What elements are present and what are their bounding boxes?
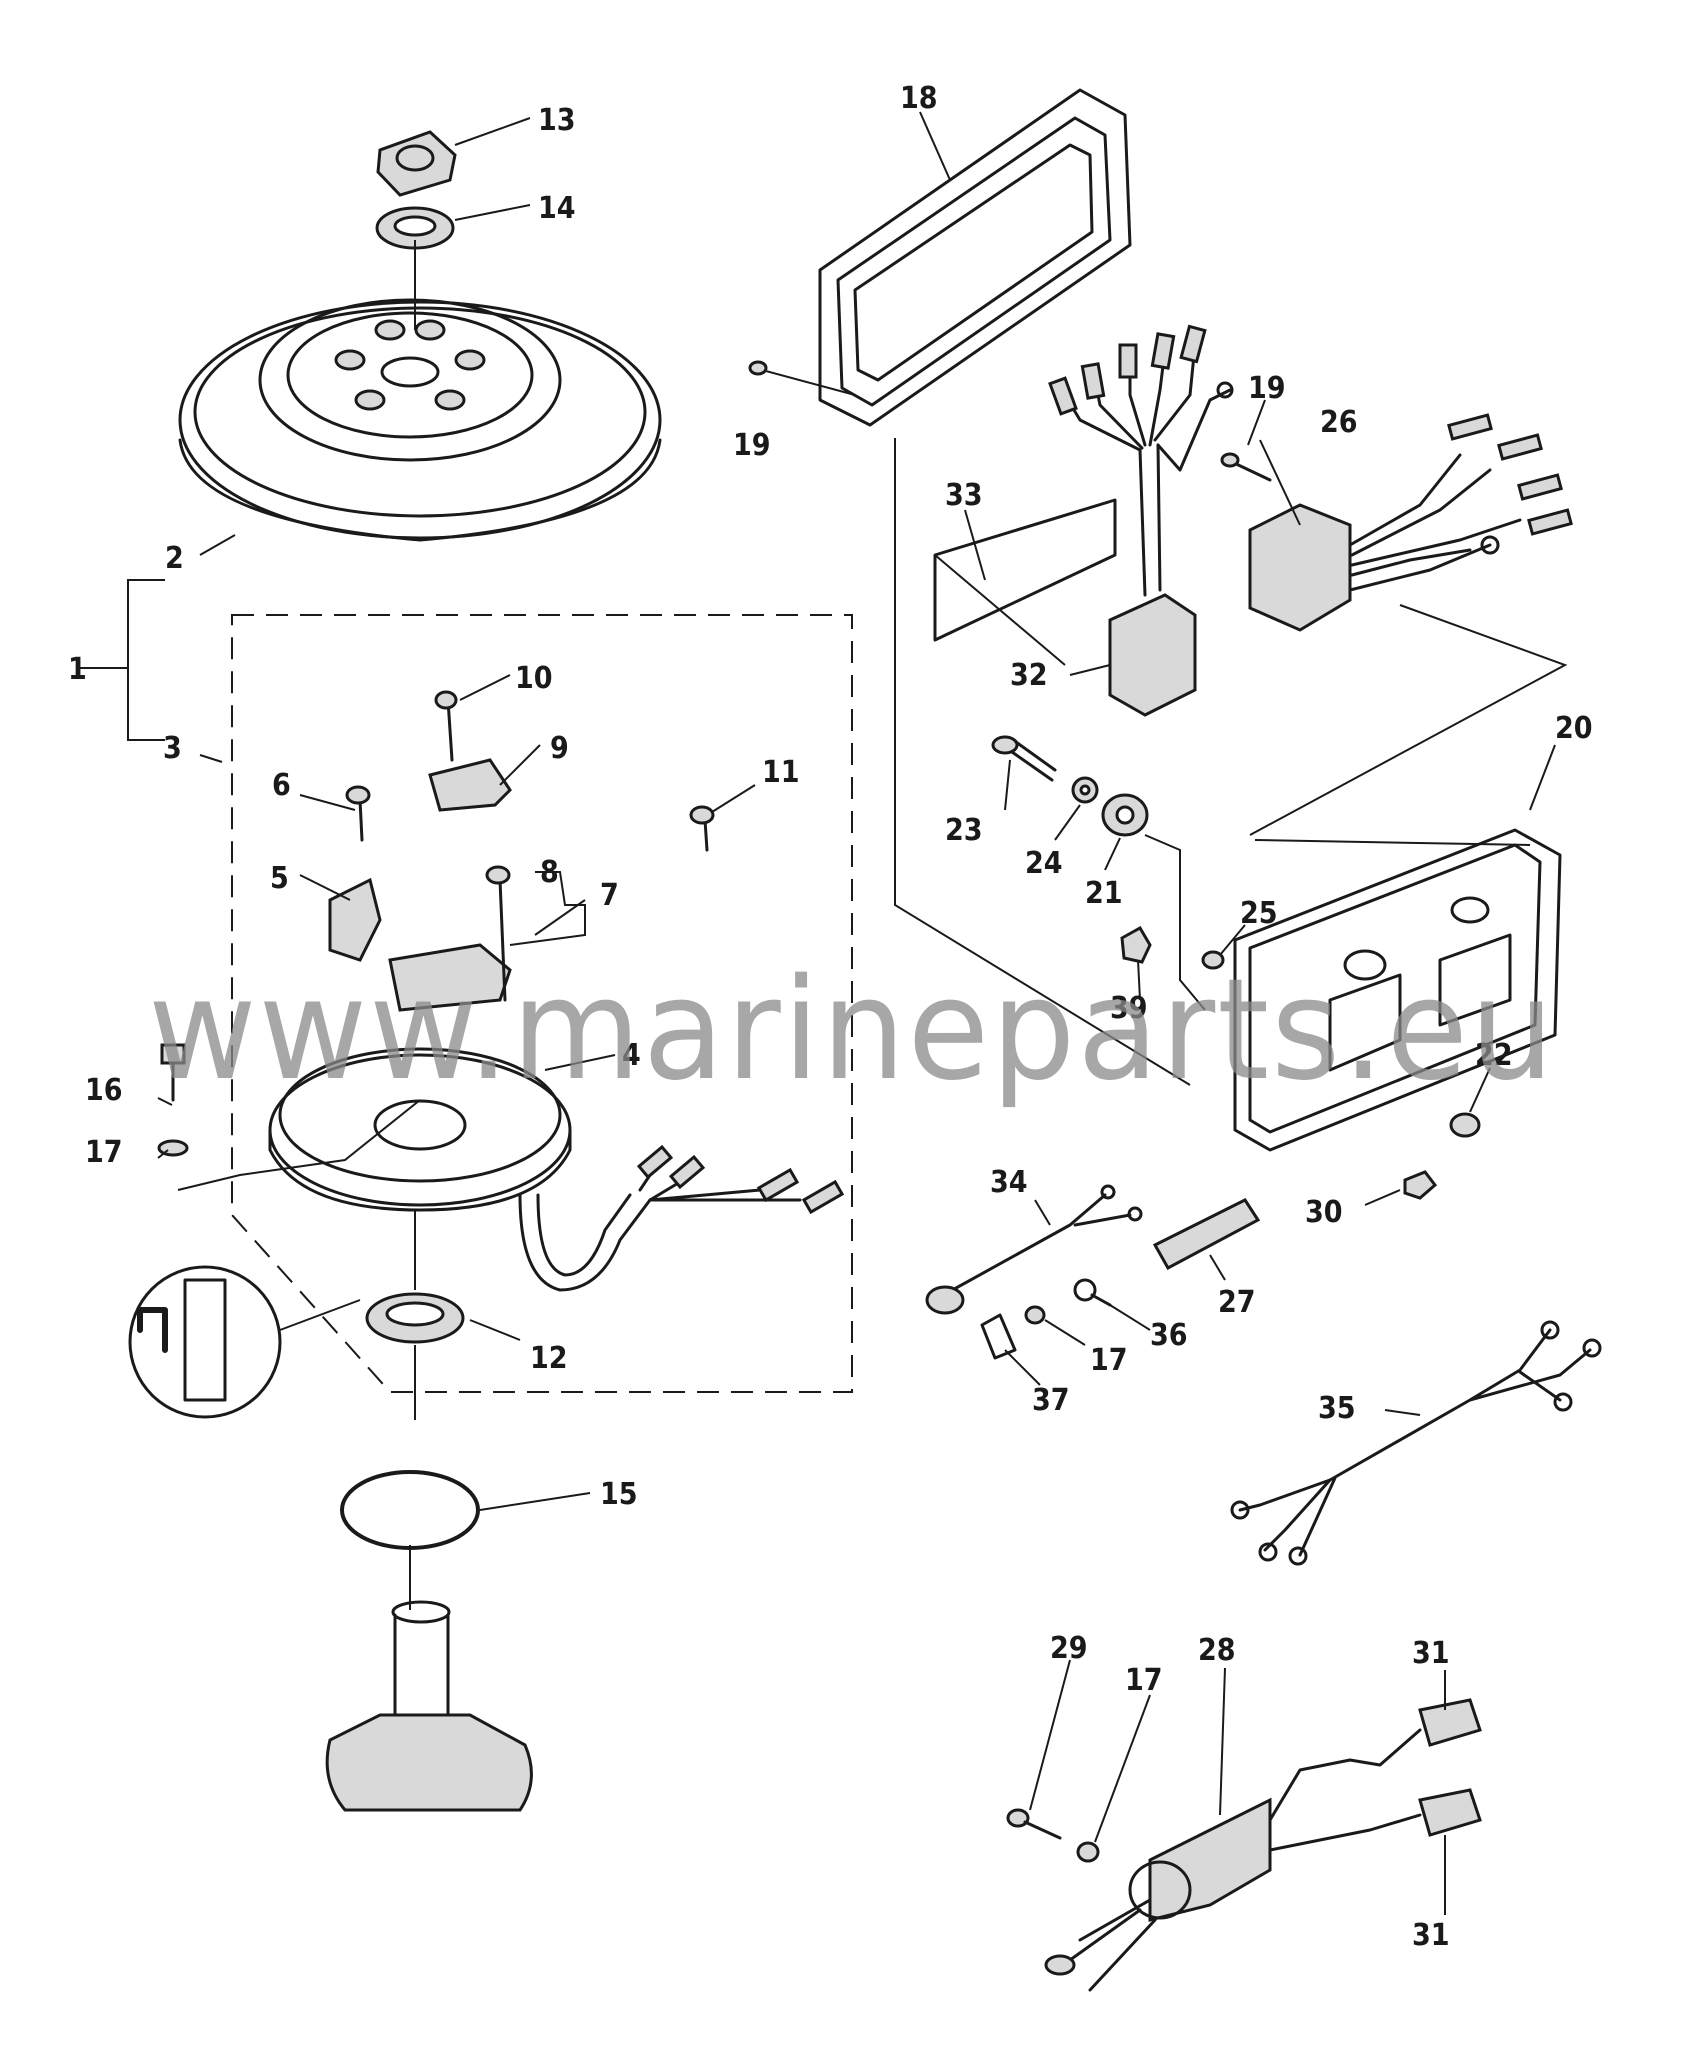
callout-2: 2 (165, 541, 184, 576)
nut-25 (1201, 950, 1225, 970)
callout-13: 13 (538, 103, 576, 138)
stator-assembly-dashed-outline (231, 614, 853, 1393)
terminal-36 (1073, 1278, 1112, 1307)
callout-10: 10 (515, 661, 553, 696)
callout-39: 39 (1110, 991, 1148, 1026)
stator-bearing (365, 1292, 465, 1344)
callout-23: 23 (945, 813, 983, 848)
flywheel-washer (375, 206, 455, 250)
callout-19-left: 19 (733, 428, 771, 463)
callout-17-mid: 17 (1090, 1343, 1128, 1378)
callout-30: 30 (1305, 1195, 1343, 1230)
decal (933, 498, 1117, 642)
callout-25: 25 (1240, 896, 1278, 931)
screw-19-right (1220, 452, 1272, 482)
fuse-27 (1152, 1198, 1261, 1271)
washer-24 (1071, 776, 1099, 804)
clamp-37 (980, 1313, 1017, 1360)
electrical-box (1233, 828, 1562, 1152)
callout-18: 18 (900, 81, 938, 116)
grommet-21 (1101, 793, 1149, 837)
callout-31-bottom: 31 (1412, 1918, 1450, 1953)
callout-12: 12 (530, 1341, 568, 1376)
callout-22: 22 (1475, 1038, 1513, 1073)
electrical-box-cover (818, 88, 1132, 427)
stator-screws (345, 690, 715, 1002)
watermark: www.marineparts.eu (148, 949, 1556, 1112)
callout-11: 11 (762, 755, 800, 790)
nut-22 (1449, 1112, 1481, 1138)
washer-17-mid (1024, 1305, 1046, 1325)
callout-33: 33 (945, 478, 983, 513)
screw-23 (991, 735, 1057, 782)
callout-labels: 1 2 3 4 5 6 7 8 9 10 11 12 13 14 15 16 1… (68, 81, 1593, 1953)
pulser-coil (428, 758, 512, 812)
callout-7: 7 (600, 878, 619, 913)
callout-17-bottom: 17 (1125, 1663, 1163, 1698)
flywheel-nut (376, 130, 457, 197)
callout-1: 1 (68, 652, 87, 687)
screw-29 (1006, 1808, 1062, 1840)
callout-6: 6 (272, 768, 291, 803)
clip-39 (1120, 925, 1152, 964)
callout-16: 16 (85, 1073, 123, 1108)
lead-wire-35 (1230, 1320, 1602, 1566)
callout-37: 37 (1032, 1383, 1070, 1418)
callout-5: 5 (270, 861, 289, 896)
callout-14: 14 (538, 191, 576, 226)
callout-31-top: 31 (1412, 1636, 1450, 1671)
cdi-unit (1048, 324, 1234, 717)
callout-34: 34 (990, 1165, 1028, 1200)
callout-26: 26 (1320, 405, 1358, 440)
callout-19-right: 19 (1248, 371, 1286, 406)
callout-27: 27 (1218, 1285, 1256, 1320)
callout-20: 20 (1555, 711, 1593, 746)
ignition-coil (1044, 1698, 1482, 1992)
o-ring (340, 1470, 480, 1550)
stator-plate (268, 1047, 572, 1212)
flywheel (178, 298, 662, 542)
callout-32: 32 (1010, 658, 1048, 693)
crankcase-boss (325, 1600, 533, 1812)
stator-wire-harness (518, 1144, 845, 1292)
leader-lines (80, 111, 1556, 1915)
callout-9: 9 (550, 731, 569, 766)
callout-21: 21 (1085, 876, 1123, 911)
detail-inset-circle (128, 1265, 361, 1419)
nut-30 (1403, 1170, 1438, 1200)
lead-wire-34 (925, 1184, 1143, 1315)
callout-35: 35 (1318, 1391, 1356, 1426)
callout-28: 28 (1198, 1633, 1236, 1668)
callout-36: 36 (1150, 1318, 1188, 1353)
rectifier (1248, 413, 1573, 632)
washer-17-bottom (1076, 1841, 1100, 1863)
callout-8: 8 (540, 855, 559, 890)
callout-29: 29 (1050, 1631, 1088, 1666)
callout-3: 3 (163, 731, 182, 766)
callout-24: 24 (1025, 846, 1063, 881)
callout-17-left: 17 (85, 1135, 123, 1170)
callout-15: 15 (600, 1477, 638, 1512)
trigger-coil (328, 877, 382, 962)
callout-4: 4 (622, 1038, 641, 1073)
